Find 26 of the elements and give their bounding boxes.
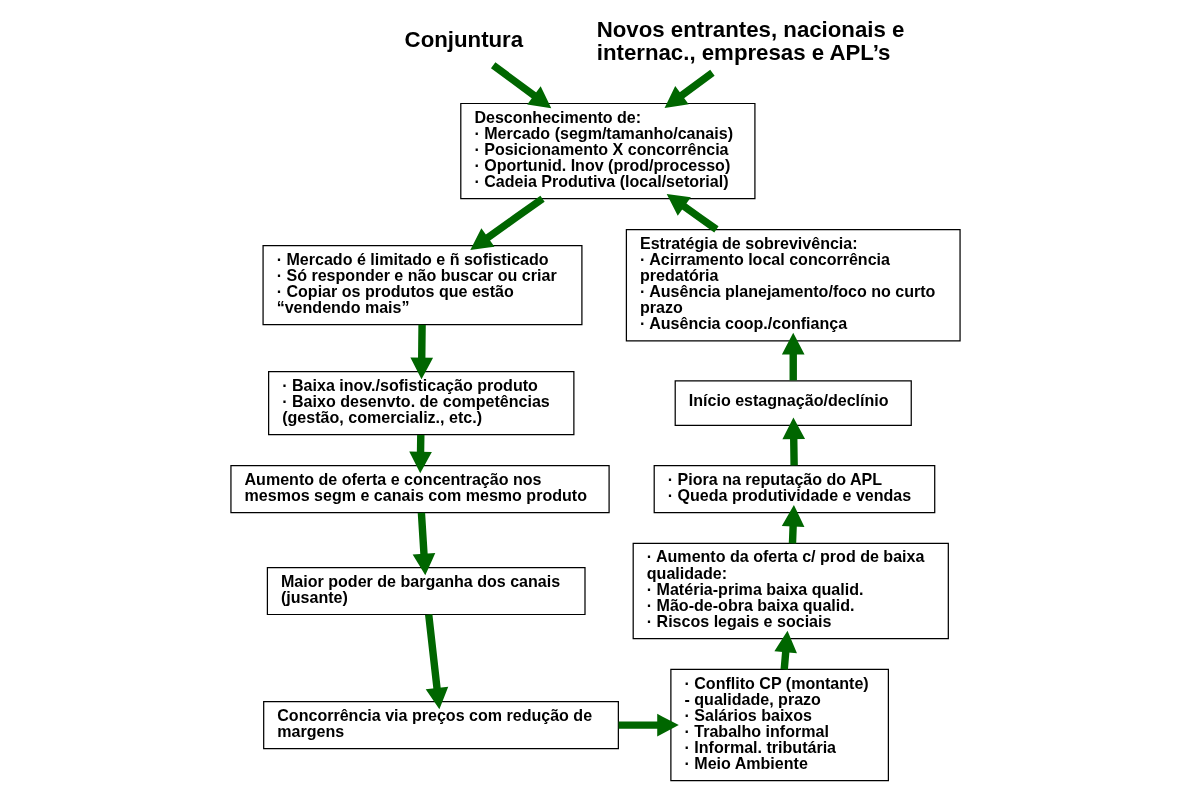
node-box: Estratégia de sobrevivência: · Acirramento local concorrência predatória · Ausência planejamento/foco no curto prazo · Ausência coop./confiança: [625, 228, 961, 342]
arrow: [781, 332, 805, 381]
node-box: Desconhecimento de: · Mercado (segm/tamanho/canais) · Posicionamento X concorrência · Oportunid. Inov (prod/processo) · Cadeia Produtiva (local/setorial): [459, 102, 756, 200]
arrow: [666, 194, 719, 233]
arrow: [469, 195, 545, 250]
node-text: Conjuntura: [404, 27, 523, 53]
arrow: [412, 512, 435, 576]
arrow: [424, 614, 448, 710]
node-box: Aumento de oferta e concentração nos mesmos segm e canais com mesmo produto: [229, 464, 610, 514]
arrow: [664, 69, 715, 109]
arrow: [409, 324, 433, 380]
node-box: · Baixa inov./sofisticação produto · Baixo desenvto. de competências (gestão, comercializ., etc.): [267, 371, 574, 436]
node-box: · Piora na reputação do APL · Queda produtividade e vendas: [653, 464, 935, 514]
arrow: [781, 504, 804, 544]
node-box: Início estagnação/declínio: [674, 380, 912, 427]
arrow: [490, 62, 551, 109]
node-box: · Mercado é limitado e ñ sofisticado · Só responder e não buscar ou criar · Copiar os produtos que estão “vendendo mais”: [261, 245, 583, 326]
arrow: [408, 434, 432, 474]
node-box: · Conflito CP (montante) - qualidade, prazo · Salários baixos · Trabalho informal · Informal. tributária · Meio Ambiente: [669, 668, 889, 782]
node-text: Novos entrantes, nacionais e internac., empresas e APL’s: [596, 17, 904, 65]
node-box: Maior poder de barganha dos canais (jusante): [266, 566, 586, 616]
arrow: [773, 630, 797, 670]
arrow: [781, 417, 805, 466]
node-box: · Aumento da oferta c/ prod de baixa qualidade: · Matéria-prima baixa qualid. · Mão-de-obra baixa qualid. · Riscos legais e sociais: [632, 542, 949, 640]
node-box: Concorrência via preços com redução de margens: [262, 701, 619, 750]
arrow: [618, 713, 679, 737]
